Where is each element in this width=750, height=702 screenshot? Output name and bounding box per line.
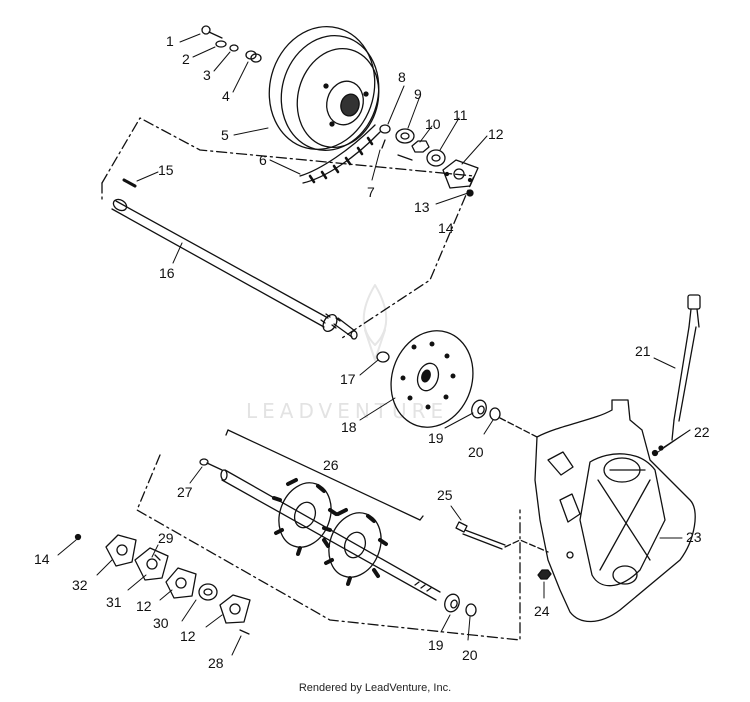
jackshaft: [111, 198, 358, 340]
spacer-part: [245, 50, 262, 63]
bearing-part: [444, 593, 460, 613]
bracket-line: [227, 429, 421, 521]
callout-32: 32: [72, 577, 88, 593]
washer-part: [395, 128, 415, 144]
key-part: [122, 178, 137, 188]
leader-lines: [57, 33, 691, 656]
washer-part: [376, 351, 390, 363]
nut-part: [411, 140, 430, 153]
callout-3: 3: [203, 67, 211, 83]
callout-12-lower-1: 12: [136, 598, 152, 614]
callout-5: 5: [221, 127, 229, 143]
callout-10: 10: [425, 116, 441, 132]
pin-part: [381, 139, 386, 149]
bearing-part: [426, 149, 446, 167]
washer-part: [215, 40, 227, 48]
callout-29: 29: [158, 530, 174, 546]
callout-31: 31: [106, 594, 122, 610]
callout-25: 25: [437, 487, 453, 503]
clutch-sheave: [268, 25, 380, 152]
washer-part: [379, 124, 391, 134]
washer-part: [489, 407, 501, 421]
callout-28: 28: [208, 655, 224, 671]
dipstick-part: [671, 294, 701, 441]
watermark-logo: [362, 284, 388, 361]
callout-8: 8: [398, 69, 406, 85]
callout-24: 24: [534, 603, 550, 619]
callout-16: 16: [159, 265, 175, 281]
washer-part: [465, 603, 477, 617]
callout-20: 20: [468, 444, 484, 460]
flange-part: [105, 534, 137, 567]
bolt-part: [201, 25, 223, 39]
callout-1: 1: [166, 33, 174, 49]
callout-7: 7: [367, 184, 375, 200]
callout-30: 30: [153, 615, 169, 631]
callout-14: 14: [438, 220, 454, 236]
callout-23: 23: [686, 529, 702, 545]
bearing-part: [471, 399, 487, 419]
footer-credit: Rendered by LeadVenture, Inc.: [298, 682, 452, 694]
callout-21: 21: [635, 343, 651, 359]
jackshaft-group: [101, 117, 475, 340]
driveshaft-group: [136, 429, 521, 641]
watermark-text: LEADVENTURE: [246, 399, 448, 423]
flange-part: [134, 547, 169, 581]
chaincase-housing: [534, 399, 696, 623]
callout-11: 11: [453, 107, 468, 123]
bolt-part: [199, 458, 223, 471]
flange-part: [442, 159, 479, 189]
callout-labels: 1 2 3 4 5 6 7 8 9 10 11 12 13 14 15 16 1…: [34, 33, 710, 671]
flange-part: [165, 567, 197, 599]
drive-sprocket: [322, 508, 388, 586]
callout-14-lower: 14: [34, 551, 50, 567]
drive-sprocket: [390, 330, 474, 428]
callout-19: 19: [428, 430, 444, 446]
callout-26: 26: [323, 457, 339, 473]
callout-17: 17: [340, 371, 356, 387]
callout-18: 18: [341, 419, 357, 435]
callout-19-lower: 19: [428, 637, 444, 653]
callout-4: 4: [222, 88, 230, 104]
driven-clutch-assembly: [201, 25, 479, 197]
callout-13: 13: [414, 199, 430, 215]
callout-22: 22: [694, 424, 710, 440]
callout-12-lower-2: 12: [180, 628, 196, 644]
callout-9: 9: [414, 86, 422, 102]
callout-15: 15: [158, 162, 174, 178]
callout-20-lower: 20: [462, 647, 478, 663]
callout-27: 27: [177, 484, 193, 500]
drive-sprocket: [272, 478, 338, 556]
bearing-part: [198, 583, 218, 601]
callout-6: 6: [259, 152, 267, 168]
flange-part: [219, 594, 251, 624]
washer-part: [229, 44, 239, 52]
bolt-part: [455, 521, 549, 553]
helix-part: [299, 124, 381, 184]
group-outline: [101, 117, 475, 339]
callout-2: 2: [182, 51, 190, 67]
callout-12: 12: [488, 126, 504, 142]
nut-part: [537, 569, 552, 580]
